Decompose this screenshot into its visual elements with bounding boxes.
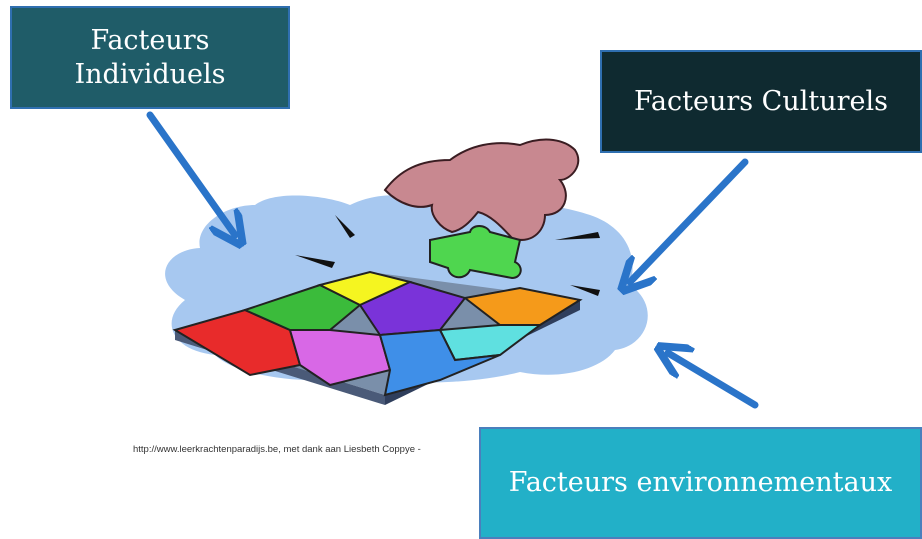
image-credit: http://www.leerkrachtenparadijs.be, met …: [133, 444, 421, 455]
individual-factors-box: Facteurs Individuels: [10, 6, 290, 109]
puzzle-piece-held: [429, 225, 522, 280]
cultural-factors-label: Facteurs Culturels: [634, 85, 888, 117]
cultural-factors-box: Facteurs Culturels: [600, 50, 922, 153]
environmental-factors-box: Facteurs environnementaux: [479, 427, 922, 539]
puzzle-pieces: [172, 270, 583, 397]
puzzle-piece-blue: [378, 328, 501, 397]
hand-shape: [383, 138, 580, 241]
environmental-factors-label: Facteurs environnementaux: [508, 467, 893, 499]
arrow-environmental: [668, 353, 759, 409]
individual-factors-label: Facteurs Individuels: [74, 24, 226, 90]
motion-lines: [295, 215, 600, 296]
arrow-individual: [146, 111, 235, 235]
puzzle-piece-green: [242, 283, 362, 331]
puzzle-piece-purple: [358, 280, 467, 337]
puzzle-piece-orange: [462, 286, 583, 326]
arrow-cultural: [630, 158, 749, 282]
